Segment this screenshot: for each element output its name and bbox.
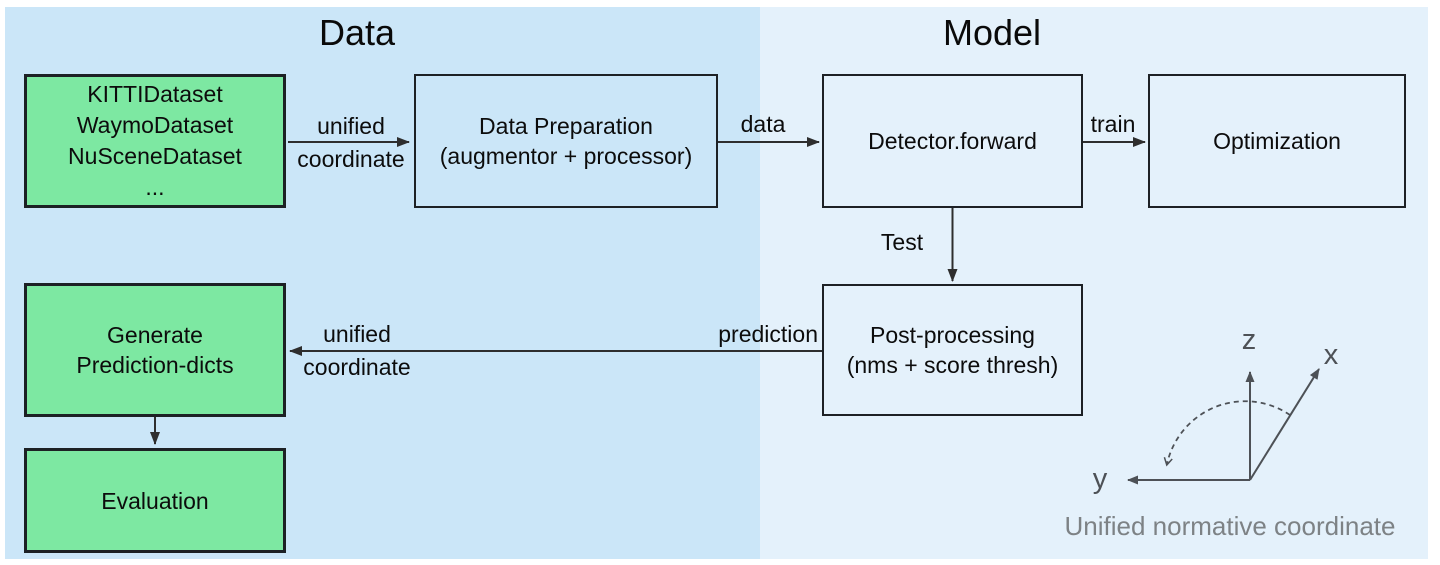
node-generate-prediction-dicts: Generate Prediction-dicts [24, 283, 286, 417]
node-datasets-line2: WaymoDataset [76, 112, 234, 138]
node-generate-line2: Prediction-dicts [76, 352, 234, 378]
node-data-preparation-line2: (augmentor + processor) [439, 143, 693, 169]
node-datasets: KITTIDataset WaymoDataset NuSceneDataset… [24, 74, 286, 208]
node-data-preparation-line1: Data Preparation [479, 113, 653, 139]
edge-label-unified-out: unified [323, 321, 391, 347]
node-detector-forward-label: Detector.forward [868, 128, 1037, 154]
node-optimization-label: Optimization [1213, 128, 1341, 154]
node-evaluation: Evaluation [24, 448, 286, 553]
x-axis-label: x [1323, 339, 1339, 371]
node-post-processing: Post-processing (nms + score thresh) [822, 284, 1083, 416]
node-datasets-line1: KITTIDataset [87, 81, 223, 107]
model-section-title: Model [942, 12, 1042, 53]
node-detector-forward: Detector.forward [822, 74, 1083, 208]
coordinate-legend-caption: Unified normative coordinate [1064, 511, 1396, 541]
node-datasets-line3: NuSceneDataset [68, 143, 242, 169]
node-generate-line1: Generate [107, 322, 203, 348]
data-section-title: Data [318, 12, 396, 53]
edge-label-test: Test [880, 229, 924, 255]
edge-label-data: data [740, 111, 786, 137]
edge-label-coordinate-in: coordinate [297, 146, 405, 172]
y-axis-label: y [1092, 463, 1108, 495]
node-data-preparation: Data Preparation (augmentor + processor) [414, 74, 718, 208]
node-evaluation-label: Evaluation [101, 487, 209, 514]
edge-label-train: train [1090, 111, 1136, 137]
node-optimization: Optimization [1148, 74, 1406, 208]
z-axis-label: z [1241, 324, 1257, 356]
edge-label-coordinate-out: coordinate [303, 354, 411, 380]
node-post-processing-line1: Post-processing [870, 322, 1035, 348]
edge-label-unified-in: unified [317, 113, 385, 139]
edge-label-prediction: prediction [718, 321, 818, 347]
node-datasets-line4: ... [145, 174, 165, 200]
node-post-processing-line2: (nms + score thresh) [846, 352, 1059, 378]
